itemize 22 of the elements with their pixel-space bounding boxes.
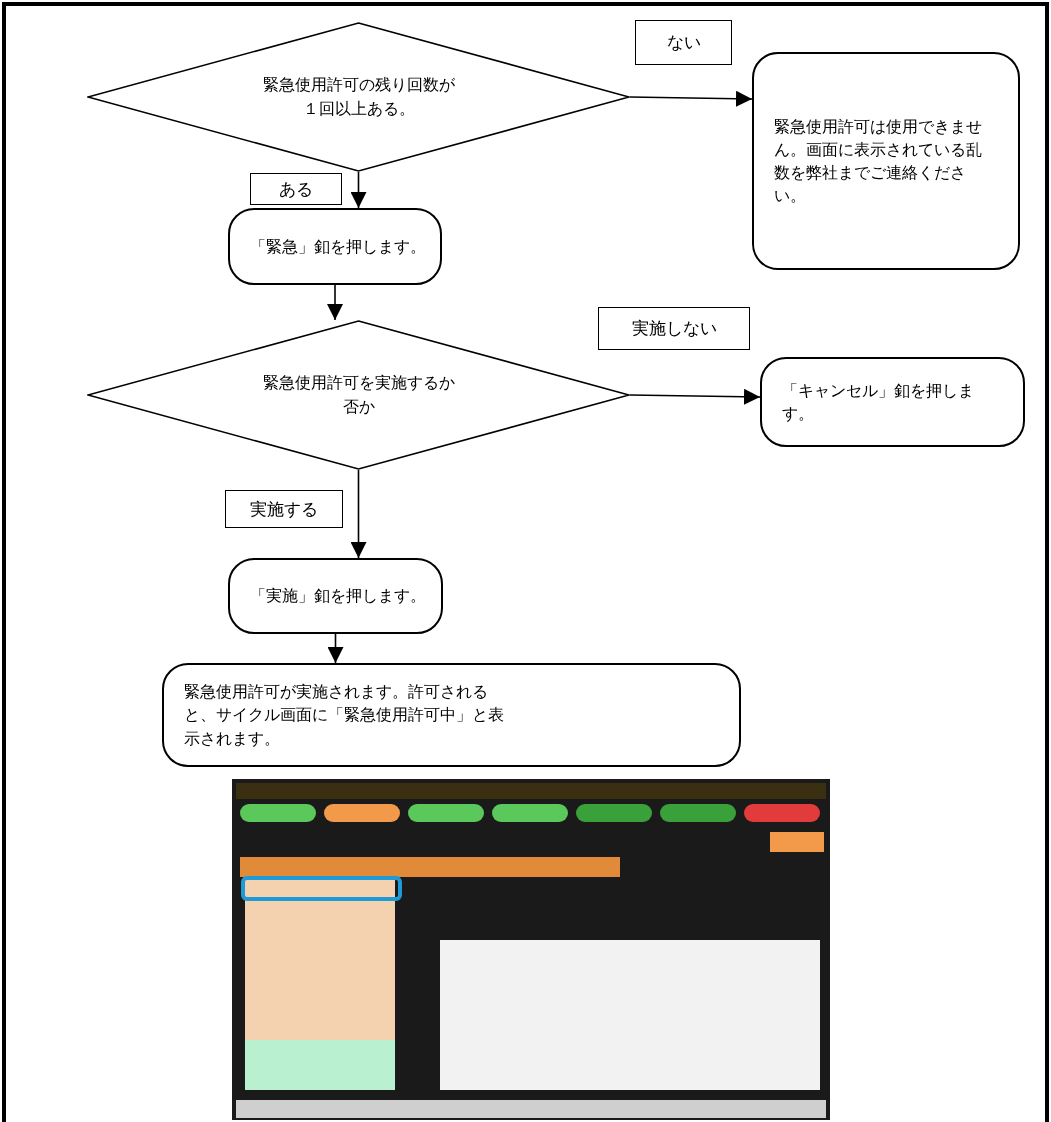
edge-label: 実施しない <box>598 307 750 350</box>
step-text: 緊急使用許可が実施されます。許可されると、サイクル画面に「緊急使用許可中」と表示されます。 <box>184 681 505 750</box>
step-text: 緊急使用許可は使用できません。画面に表示されている乱数を弊社までご連絡ください。 <box>774 115 983 208</box>
process-box <box>760 357 1025 447</box>
process-box <box>228 208 442 285</box>
arrow <box>629 388 761 405</box>
process-box <box>752 52 1020 270</box>
decision-text: 緊急使用許可を実施するか否か <box>262 372 455 418</box>
edge-label: ある <box>250 173 342 205</box>
step-text: 「緊急」釦を押します。 <box>250 235 426 258</box>
edge-label: 実施する <box>225 490 343 528</box>
arrow <box>350 171 367 209</box>
process-box <box>228 558 443 634</box>
arrow <box>629 90 753 107</box>
arrow <box>327 633 344 664</box>
edge-label: ない <box>635 20 732 65</box>
step-text: 「実施」釦を押します。 <box>250 585 426 608</box>
decision-text: 緊急使用許可の残り回数が１回以上ある。 <box>262 74 455 120</box>
arrow <box>350 469 367 559</box>
step-text: 「キャンセル」釦を押します。 <box>782 379 975 425</box>
arrow <box>327 284 343 321</box>
process-box <box>162 663 741 767</box>
